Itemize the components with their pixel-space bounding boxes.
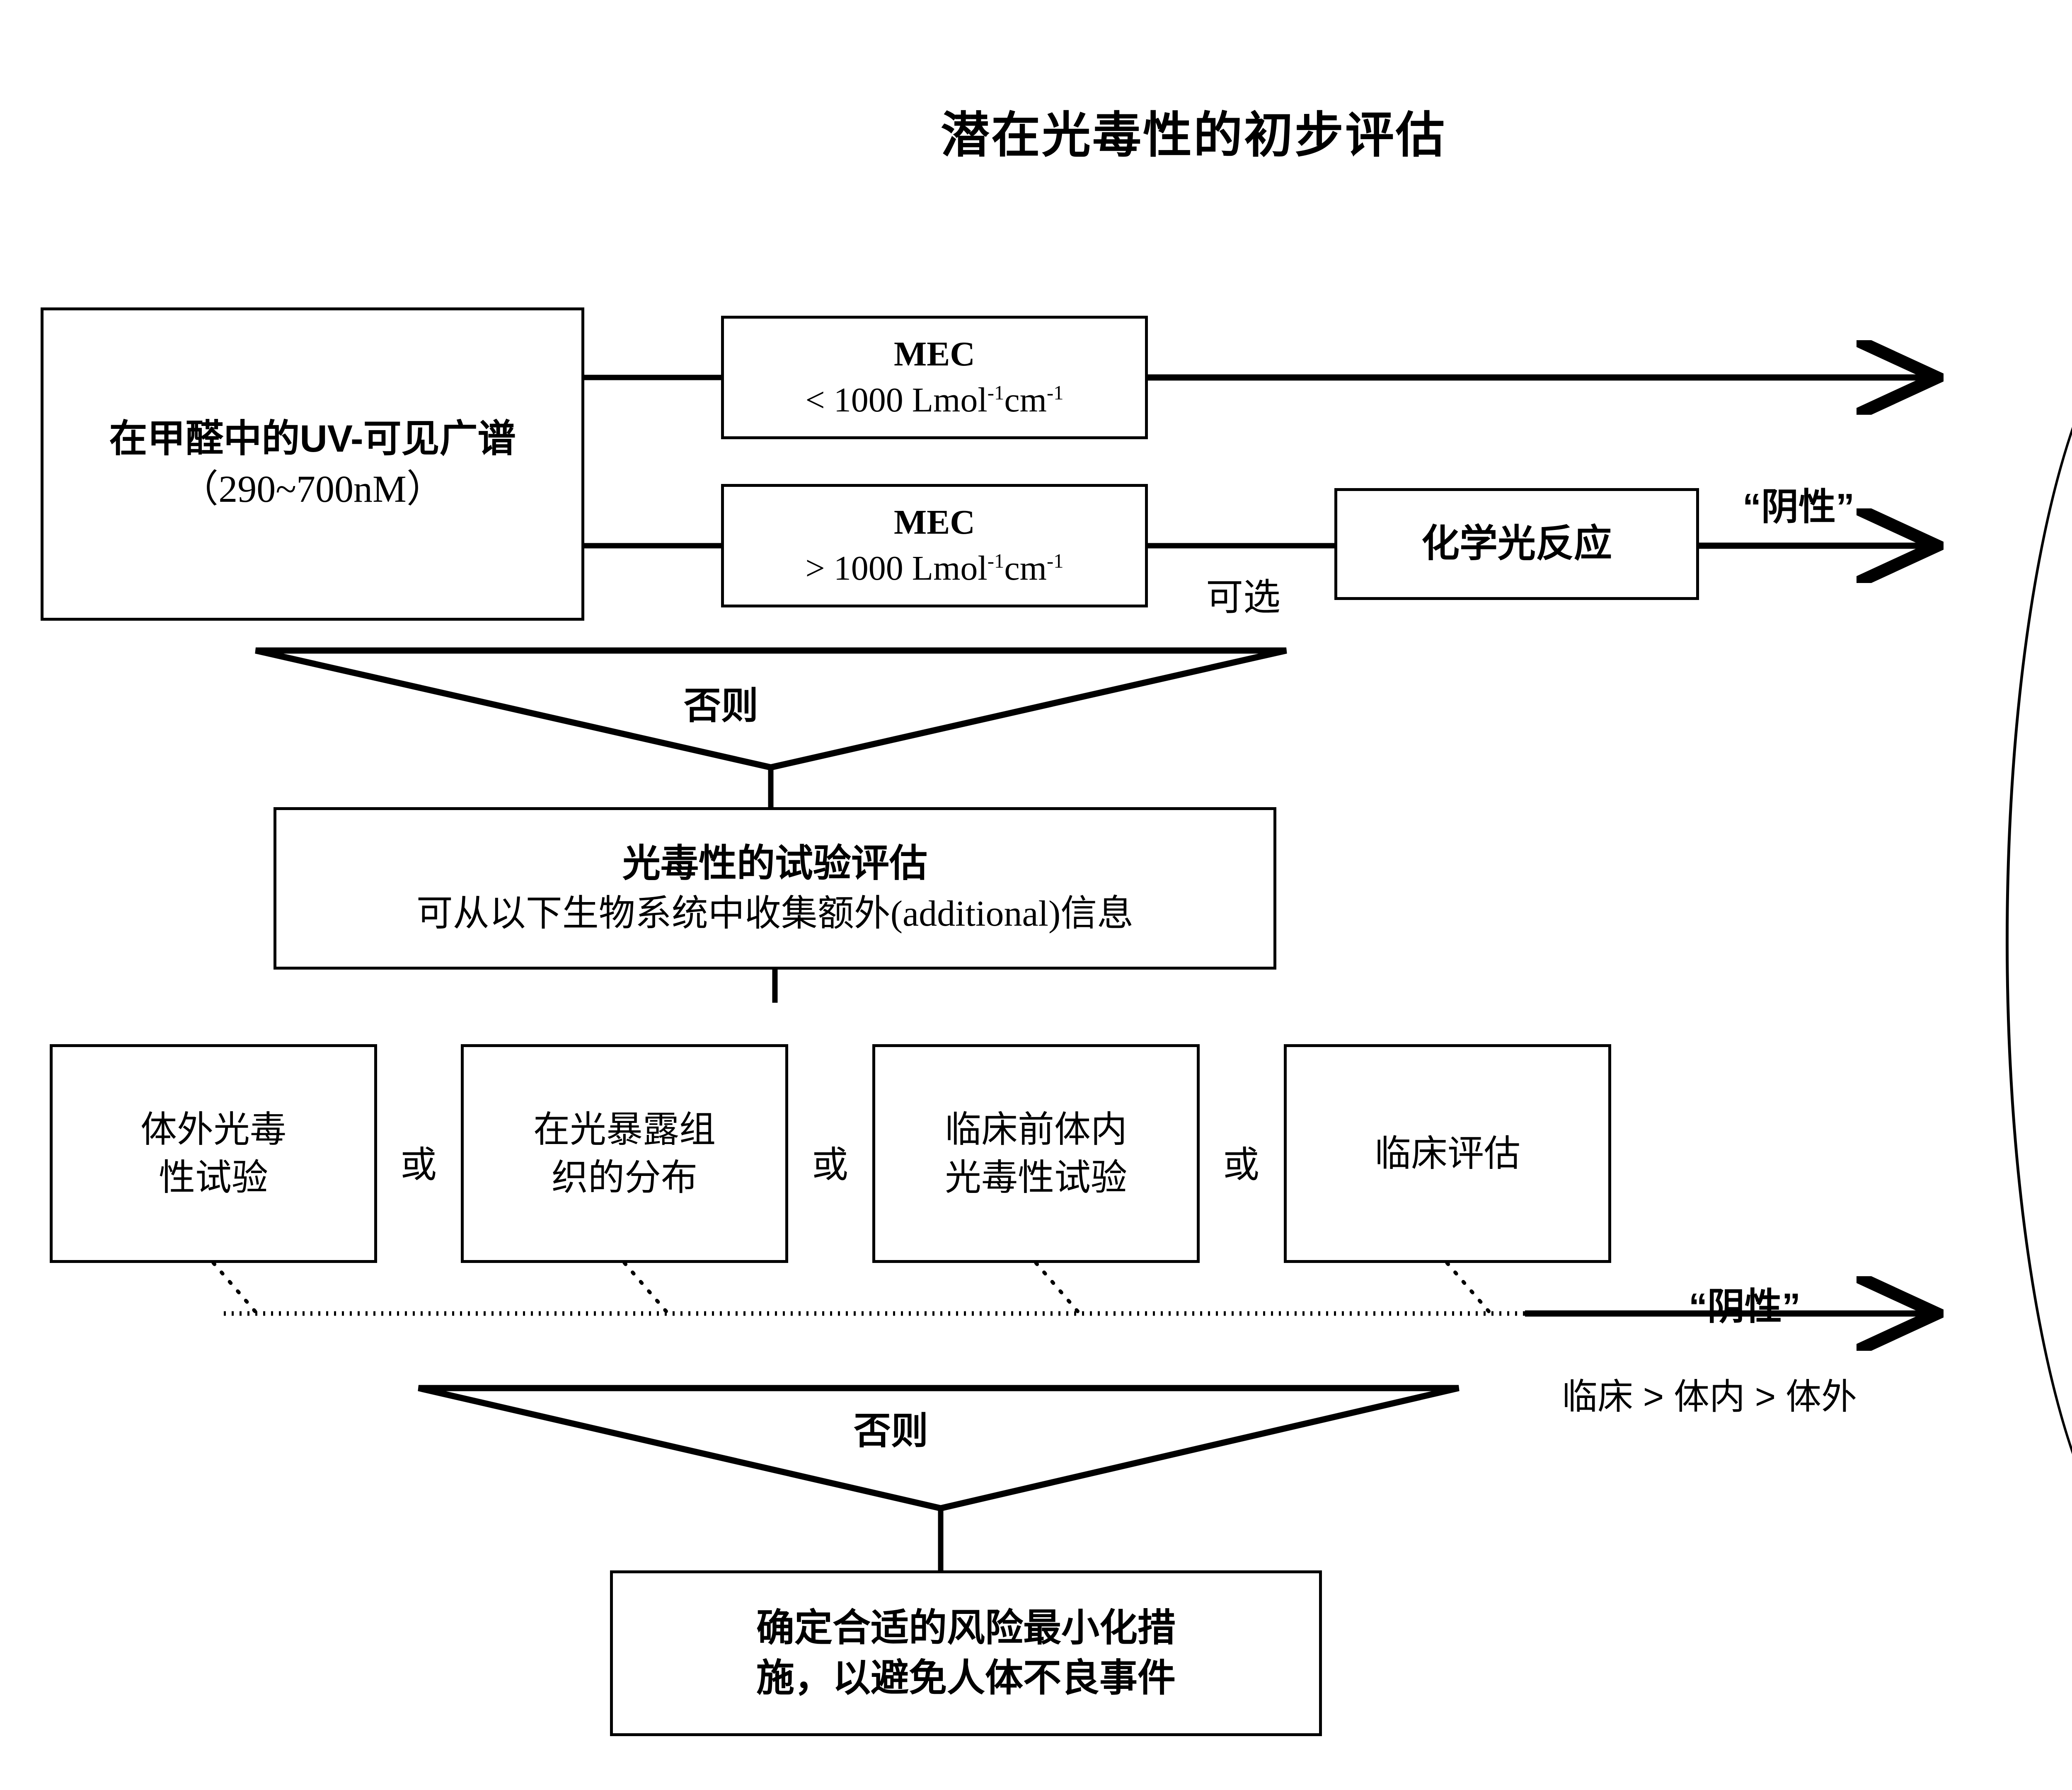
label-else-top: 否则	[684, 685, 758, 727]
label-or-2: 或	[811, 1144, 848, 1185]
mec-high-prefix: > 1000 Lmol	[805, 549, 988, 588]
page-title: 潜在光毒性的初步评估	[940, 108, 1446, 163]
node-option-tissue-distribution[interactable]: 在光暴露组 织的分布	[461, 1044, 788, 1263]
mec-high-mid: cm	[1004, 549, 1047, 588]
node-option-in-vitro-phototoxicity[interactable]: 体外光毒 性试验	[50, 1044, 377, 1263]
node-uv-line-2: （290~700nM）	[180, 468, 445, 510]
dotted-opt-4	[1445, 1261, 1493, 1316]
assessment-line2-b: 信息	[1060, 892, 1134, 934]
label-or-1: 或	[400, 1144, 437, 1185]
label-else-bottom: 否则	[854, 1410, 928, 1452]
node-uv-line-1: 在甲醛中的UV-可见广谱	[109, 417, 516, 460]
node-risk-line-2: 施，以避免人体不良事件	[756, 1657, 1176, 1699]
assessment-line2-en: (additional)	[890, 893, 1061, 934]
node-mec-high-value: > 1000 Lmol-1cm-1	[805, 546, 1063, 592]
dotted-opt-3	[1034, 1261, 1082, 1316]
node-risk-minimization[interactable]: 确定合适的风险最小化措 施，以避免人体不良事件	[610, 1570, 1322, 1736]
label-optional: 可选	[1206, 577, 1280, 618]
label-negative-top: “阴性”	[1743, 486, 1854, 528]
node-phototoxicity-assessment[interactable]: 光毒性的试验评估 可从以下生物系统中收集额外(additional)信息	[274, 807, 1276, 970]
label-evidence-hierarchy: 临床 > 体内 > 体外	[1561, 1377, 1857, 1417]
assessment-line2-a: 可从以下生物系统中收集额外	[416, 892, 891, 934]
node-mec-low[interactable]: MEC < 1000 Lmol-1cm-1	[721, 316, 1148, 439]
node-photochemical-label: 化学光反应	[1421, 522, 1612, 565]
option-1-line-1: 体外光毒	[140, 1108, 286, 1150]
node-mec-low-label: MEC	[894, 335, 975, 374]
node-option-preclinical-in-vivo[interactable]: 临床前体内 光毒性试验	[872, 1044, 1200, 1263]
node-mec-high-label: MEC	[894, 503, 975, 542]
option-3-line-1: 临床前体内	[944, 1108, 1127, 1150]
option-3-line-2: 光毒性试验	[944, 1157, 1127, 1198]
node-mec-low-value: < 1000 Lmol-1cm-1	[805, 377, 1063, 423]
node-risk-line-1: 确定合适的风险最小化措	[756, 1606, 1176, 1649]
node-outcome-ellipse[interactable]: 无需进 一步的 光毒性 试验 临床试 验中无 需避光 保护措 施	[2006, 298, 2072, 1583]
node-assessment-line-1: 光毒性的试验评估	[622, 842, 927, 885]
node-assessment-line-2: 可从以下生物系统中收集额外(additional)信息	[416, 889, 1134, 938]
option-4-line-1: 临床评估	[1374, 1132, 1520, 1174]
mec-low-sup-2: -1	[1046, 382, 1064, 404]
mec-low-sup-1: -1	[987, 382, 1005, 404]
dotted-opt-1	[211, 1261, 259, 1316]
node-uv-visible-spectrum[interactable]: 在甲醛中的UV-可见广谱 （290~700nM）	[41, 307, 584, 621]
option-2-line-2: 织的分布	[551, 1157, 697, 1198]
mec-low-prefix: < 1000 Lmol	[805, 381, 988, 419]
label-or-3: 或	[1222, 1144, 1259, 1185]
node-option-clinical-evaluation[interactable]: 临床评估	[1284, 1044, 1611, 1263]
mec-low-mid: cm	[1004, 381, 1047, 419]
mec-high-sup-1: -1	[987, 550, 1005, 572]
node-photochemical-reaction[interactable]: 化学光反应	[1334, 488, 1699, 600]
label-negative-bottom: “阴性”	[1689, 1286, 1801, 1328]
mec-high-sup-2: -1	[1046, 550, 1064, 572]
node-mec-high[interactable]: MEC > 1000 Lmol-1cm-1	[721, 484, 1148, 607]
dotted-opt-2	[622, 1261, 670, 1316]
option-2-line-1: 在光暴露组	[533, 1108, 716, 1150]
option-1-line-2: 性试验	[158, 1157, 268, 1198]
